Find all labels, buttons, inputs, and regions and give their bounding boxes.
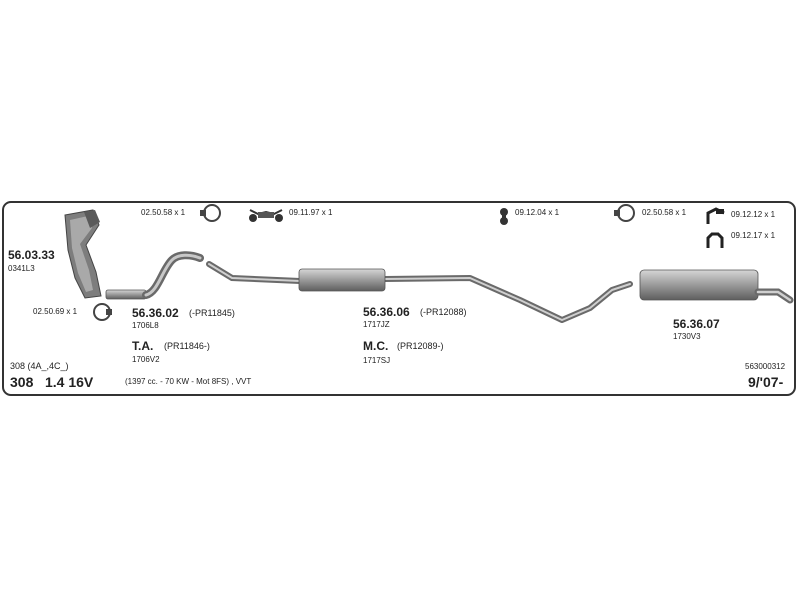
- part-detail: (PR11846-): [164, 341, 210, 351]
- front-pipe: [105, 251, 204, 300]
- catalog-number: 563000312: [745, 362, 786, 371]
- bracket-icon: [706, 207, 725, 224]
- accessory-label: 09.11.97 x 1: [289, 208, 333, 217]
- rear-silencer: [639, 269, 794, 304]
- part-code: 56.36.02: [132, 306, 179, 320]
- part-reference: 1730V3: [673, 332, 701, 341]
- part-detail: (-PR12088): [420, 307, 467, 317]
- accessory-label: 09.12.12 x 1: [731, 210, 776, 219]
- part-reference: 1717JZ: [363, 320, 390, 329]
- accessory-label: 02.50.69 x 1: [33, 307, 78, 316]
- clamp-icon: [614, 204, 635, 222]
- part-reference: 0341L3: [8, 264, 35, 273]
- part-reference: 1706V2: [132, 355, 160, 364]
- accessory-label: 09.12.17 x 1: [731, 231, 776, 240]
- part-detail: (PR12089-): [397, 341, 444, 351]
- accessory-label: 02.50.58 x 1: [642, 208, 687, 217]
- accessory-label: 09.12.04 x 1: [515, 208, 560, 217]
- vehicle-engine: 1.4 16V: [45, 374, 94, 390]
- vehicle-model: 308: [10, 374, 34, 390]
- part-code: 56.03.33: [8, 248, 55, 262]
- rubber-mount-icon: [249, 209, 283, 222]
- part-code: M.C.: [363, 339, 389, 353]
- hanger-icon: [500, 208, 508, 225]
- vehicle-year: 9/'07-: [748, 374, 784, 390]
- vehicle-model-codes: 308 (4A_,4C_): [10, 361, 69, 371]
- accessory-label: 02.50.58 x 1: [141, 208, 186, 217]
- clamp-icon: [200, 204, 221, 222]
- part-code: 56.36.07: [673, 317, 720, 331]
- clamp-icon: [93, 303, 112, 321]
- catalytic-converter: [64, 209, 102, 299]
- part-detail: (-PR11845): [189, 308, 235, 318]
- part-code: 56.36.06: [363, 305, 410, 319]
- bracket-icon: [706, 232, 724, 248]
- part-code: T.A.: [132, 339, 154, 353]
- center-pipe: [206, 261, 633, 323]
- vehicle-specs: (1397 cc. - 70 KW - Mot 8FS) , VVT: [125, 377, 252, 386]
- part-reference: 1717SJ: [363, 356, 391, 365]
- part-reference: 1706L8: [132, 321, 159, 330]
